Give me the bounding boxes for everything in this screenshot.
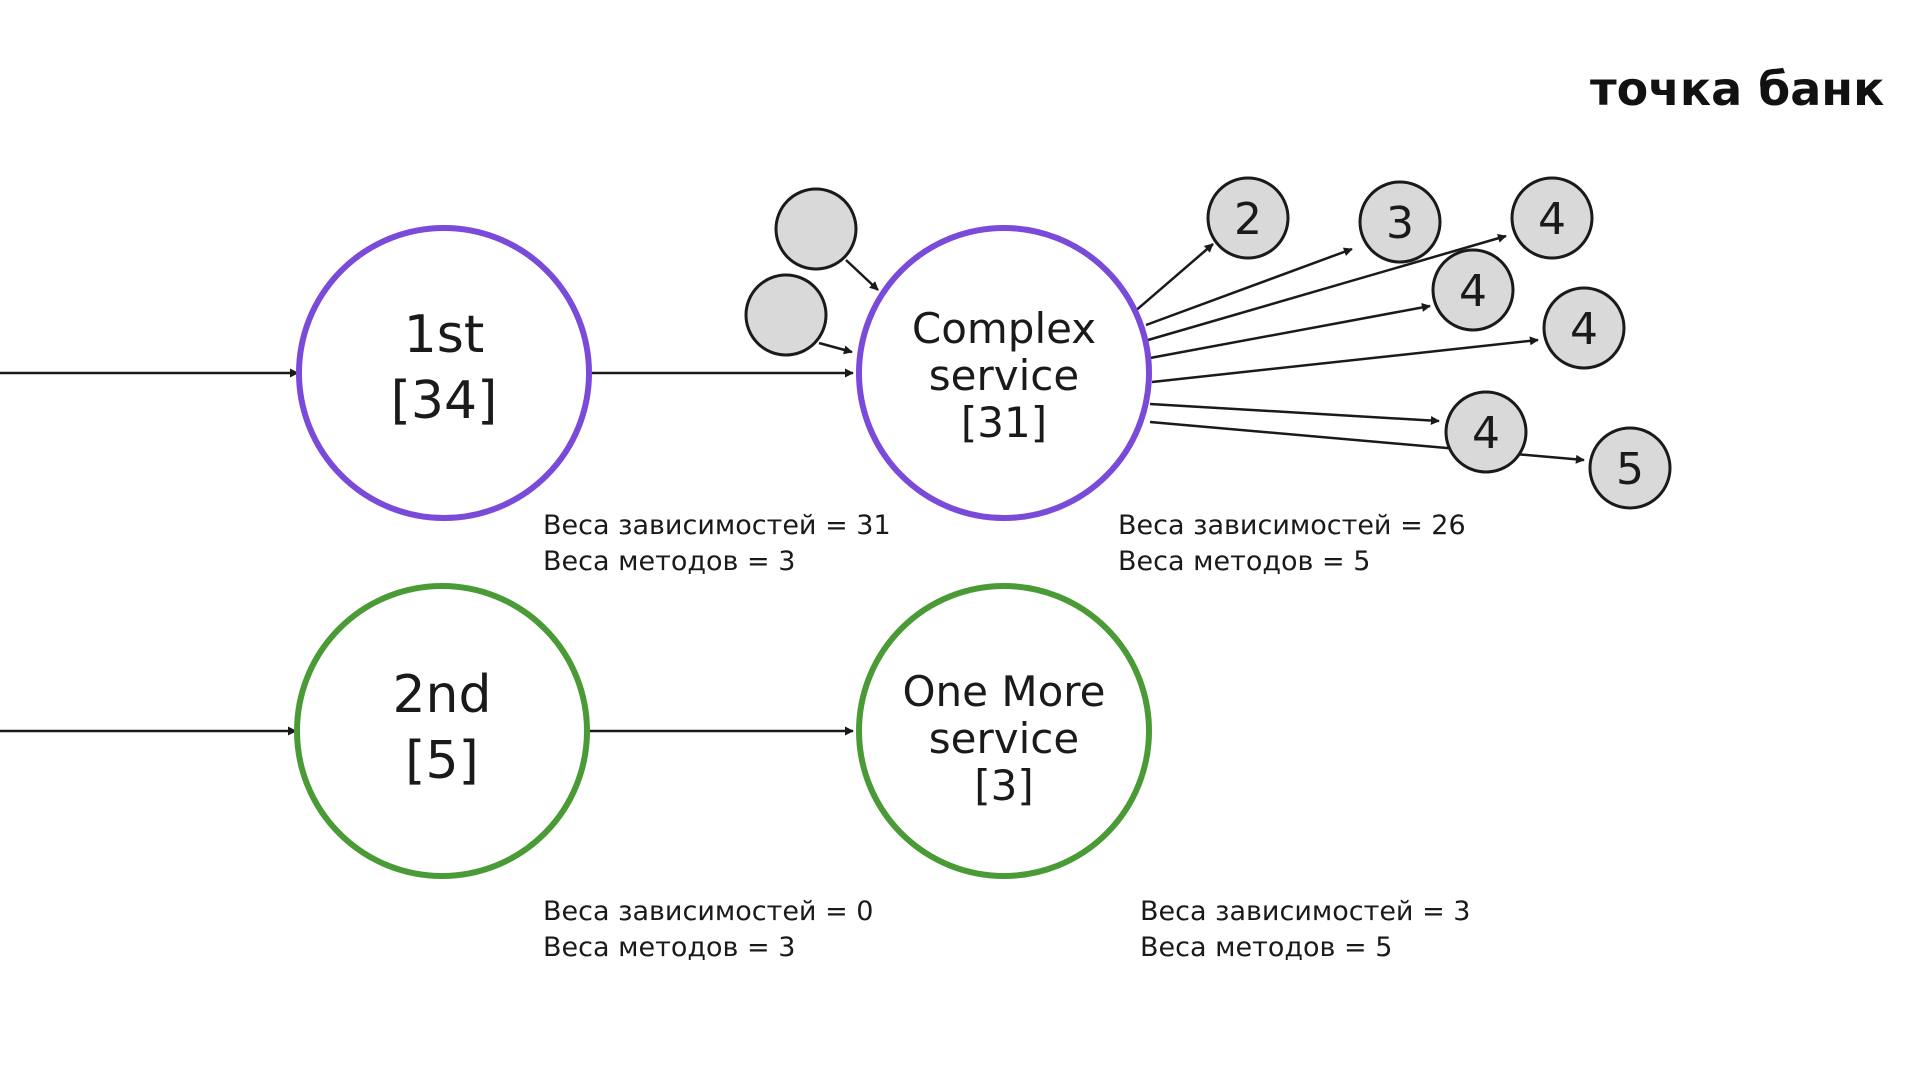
dep-node-4b-label: 4	[1459, 266, 1487, 317]
incoming-node-a	[774, 187, 858, 271]
weights-second-methods: Веса методов = 3	[543, 932, 796, 963]
dep-node-4a-label: 4	[1538, 194, 1566, 245]
node-second[interactable]	[294, 583, 590, 879]
edge-complex-dep-4d	[1149, 402, 1440, 426]
node-complex-weight: [31]	[961, 398, 1047, 447]
node-first[interactable]	[296, 225, 592, 521]
incoming-node-b	[744, 273, 828, 357]
node-complex-service[interactable]	[856, 225, 1152, 521]
node-one-more-line1: One More	[903, 667, 1106, 716]
weights-one-more-methods: Веса методов = 5	[1140, 932, 1393, 963]
weights-one-more-deps: Веса зависимостей = 3	[1140, 896, 1471, 927]
edge-complex-dep-3	[1145, 247, 1353, 327]
dep-node-4c	[1542, 286, 1626, 370]
weights-complex-methods: Веса методов = 5	[1118, 546, 1371, 577]
dep-node-4d-label: 4	[1472, 408, 1500, 459]
dep-node-3-label: 3	[1386, 198, 1414, 249]
node-second-weight: [5]	[405, 731, 479, 791]
brand-logo: точка банк	[1590, 62, 1885, 116]
dep-node-2	[1206, 176, 1290, 260]
node-first-name: 1st	[404, 305, 485, 365]
dep-node-3	[1358, 180, 1442, 264]
weights-first-deps: Веса зависимостей = 31	[543, 510, 891, 541]
weights-complex-deps: Веса зависимостей = 26	[1118, 510, 1466, 541]
node-complex-line2: service	[929, 351, 1079, 400]
edge-gray-a-complex	[845, 259, 879, 291]
node-second-name: 2nd	[392, 665, 491, 725]
node-one-more-weight: [3]	[974, 761, 1034, 810]
weights-complex: Веса зависимостей = 26 Веса методов = 5	[1118, 508, 1466, 580]
dep-node-4d	[1444, 390, 1528, 474]
weights-second: Веса зависимостей = 0 Веса методов = 3	[543, 894, 873, 966]
dep-node-4a	[1510, 176, 1594, 260]
weights-first-methods: Веса методов = 3	[543, 546, 796, 577]
dep-node-5	[1588, 426, 1672, 510]
weights-second-deps: Веса зависимостей = 0	[543, 896, 874, 927]
edge-complex-dep-2	[1132, 243, 1214, 314]
edge-gray-b-complex	[818, 341, 853, 355]
node-one-more-service[interactable]	[856, 583, 1152, 879]
weights-one-more: Веса зависимостей = 3 Веса методов = 5	[1140, 894, 1470, 966]
edge-complex-dep-4a	[1147, 233, 1507, 342]
edge-complex-dep-4c	[1151, 336, 1539, 384]
dep-node-4c-label: 4	[1570, 304, 1598, 355]
dep-node-5-label: 5	[1616, 444, 1644, 495]
node-one-more-line2: service	[929, 714, 1079, 763]
node-first-weight: [34]	[391, 371, 498, 431]
edge-complex-dep-4b	[1149, 303, 1431, 360]
weights-first: Веса зависимостей = 31 Веса методов = 3	[543, 508, 891, 580]
node-complex-line1: Complex	[912, 304, 1096, 353]
dep-node-2-label: 2	[1234, 194, 1262, 245]
dep-node-4b	[1431, 248, 1515, 332]
